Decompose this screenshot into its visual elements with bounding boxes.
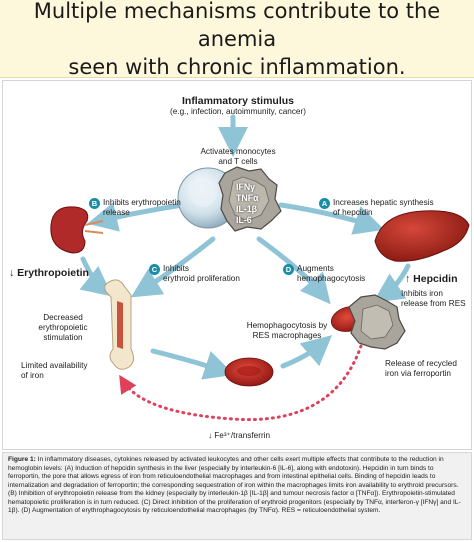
mechanism-b-badge: B — [89, 198, 100, 209]
arrow-to-bone-marrow — [130, 236, 216, 298]
arrow-kidney-to-marrow — [79, 256, 113, 297]
header-banner: Multiple mechanisms contribute to the an… — [0, 0, 474, 79]
mechanism-b: B Inhibits erythropoietin release — [89, 198, 181, 218]
iron-recycle-path — [119, 344, 363, 422]
stimulus-examples: (e.g., infection, autoimmunity, cancer) — [170, 107, 306, 116]
macrophage-illustration — [330, 294, 406, 350]
hemophagocytosis-label: Hemophagocytosis by RES macrophages — [246, 321, 328, 340]
liver-illustration — [374, 210, 470, 262]
activates-cells-label: Activates monocytes and T cells — [200, 147, 276, 166]
mechanism-a-badge: A — [319, 198, 330, 209]
stimulus-title: Inflammatory stimulus — [181, 95, 295, 107]
caption-label: Figure 1: — [8, 456, 36, 463]
arrow-liver-to-macrophage — [373, 263, 411, 303]
cytokine-il6: IL-6 — [236, 215, 252, 225]
arrow-marrow-to-rbc — [150, 348, 235, 380]
arrow-to-liver — [278, 202, 385, 235]
cytokine-ifng: IFNγ — [236, 182, 256, 192]
page-title: Multiple mechanisms contribute to the an… — [33, 0, 441, 79]
mechanism-d-text: Augments hemophagocytosis — [297, 264, 366, 283]
red-blood-cell-illustration — [224, 357, 274, 387]
arrow-to-macrophage — [256, 236, 331, 305]
recycled-iron-label: Release of recycled iron via ferroportin — [385, 359, 457, 378]
mechanism-b-text: Inhibits erythropoietin release — [103, 198, 181, 217]
erythropoietin-label: ↓ Erythropoietin — [9, 267, 89, 279]
bone-marrow-illustration — [104, 279, 135, 370]
arrow-rbc-to-macrophage — [280, 335, 333, 369]
mechanism-a: A Increases hepatic synthesis of hepcidi… — [319, 198, 434, 218]
limited-iron-label: Limited availability of iron — [21, 361, 88, 380]
kidney-illustration — [50, 206, 104, 254]
cytokine-il1b: IL-1β — [236, 204, 258, 214]
cytokine-tnfa: TNFα — [236, 193, 259, 203]
mechanism-d: D Augments hemophagocytosis — [283, 264, 365, 284]
hepcidin-label: ↑ Hepcidin — [405, 273, 458, 285]
mechanism-diagram: Inflammatory stimulus (e.g., infection, … — [2, 80, 472, 450]
mechanism-c-badge: C — [149, 264, 160, 275]
iron-release-label: Inhibits iron release from RES — [401, 289, 466, 308]
decreased-stimulation-label: Decreased erythropoietic stimulation — [38, 313, 88, 342]
caption-text: In inflammatory diseases, cytokines rele… — [8, 456, 461, 514]
mechanism-a-text: Increases hepatic synthesis of hepcidin — [333, 198, 434, 217]
mechanism-c-text: Inhibits erythroid proliferation — [163, 264, 240, 283]
immune-cells-illustration — [177, 166, 282, 232]
mechanism-d-badge: D — [283, 264, 294, 275]
figure-caption: Figure 1: In inflammatory diseases, cyto… — [2, 452, 472, 540]
transferrin-label: ↓ Fe³⁺/transferrin — [207, 431, 271, 440]
mechanism-c: C Inhibits erythroid proliferation — [149, 264, 240, 284]
diagram-artwork — [50, 114, 470, 422]
